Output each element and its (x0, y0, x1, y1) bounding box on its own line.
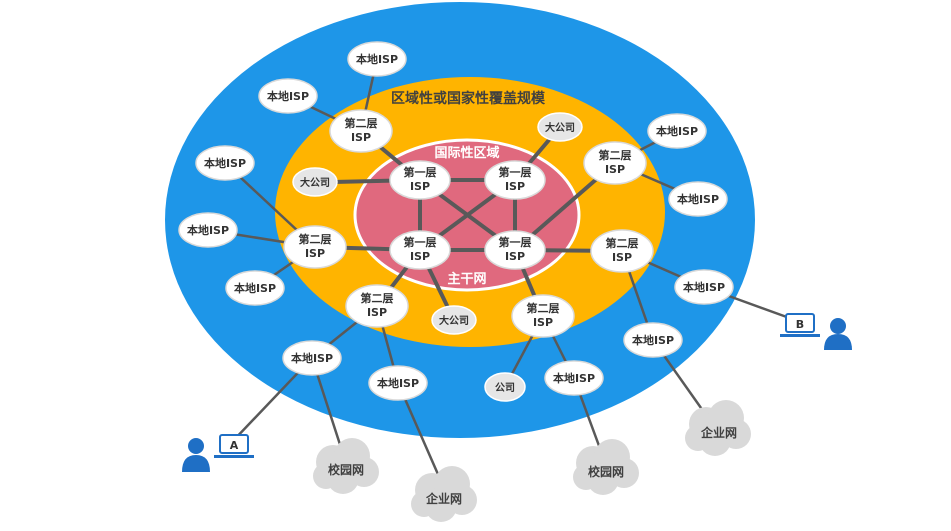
big-company-node: 大公司 (292, 167, 338, 197)
tier1-isp-node: 第一层 ISP (484, 160, 546, 200)
svg-text:A: A (230, 439, 239, 452)
host-b: B (780, 313, 852, 350)
svg-text:第二层: 第二层 (361, 291, 394, 305)
svg-text:本地ISP: 本地ISP (234, 281, 276, 295)
svg-text:第一层: 第一层 (499, 165, 532, 179)
local-isp-node: 本地ISP (225, 270, 285, 306)
local-isp-node: 本地ISP (368, 365, 428, 401)
regional-zone-label: 区域性或国家性覆盖规模 (391, 90, 546, 107)
svg-text:本地ISP: 本地ISP (553, 371, 595, 385)
svg-text:企业网: 企业网 (700, 425, 737, 440)
svg-text:第二层: 第二层 (599, 148, 632, 162)
tier2-isp-node: 第二层 ISP (583, 141, 647, 185)
svg-text:大公司: 大公司 (300, 176, 330, 189)
local-isp-node: 本地ISP (347, 41, 407, 77)
tier1-isp-node: 第一层 ISP (484, 230, 546, 270)
enterprise-network-cloud: 企业网 (411, 466, 477, 522)
svg-text:ISP: ISP (533, 316, 553, 329)
svg-text:本地ISP: 本地ISP (677, 192, 719, 206)
local-isp-node: 本地ISP (178, 212, 238, 248)
laptop-icon: A (214, 434, 254, 458)
svg-text:本地ISP: 本地ISP (683, 280, 725, 294)
svg-text:本地ISP: 本地ISP (356, 52, 398, 66)
svg-text:本地ISP: 本地ISP (656, 124, 698, 138)
campus-network-cloud: 校园网 (313, 438, 379, 494)
svg-text:B: B (796, 318, 804, 331)
campus-network-cloud: 校园网 (573, 439, 639, 495)
local-isp-node: 本地ISP (282, 340, 342, 376)
svg-text:公司: 公司 (495, 382, 515, 394)
svg-text:本地ISP: 本地ISP (291, 351, 333, 365)
svg-text:本地ISP: 本地ISP (187, 223, 229, 237)
svg-text:ISP: ISP (410, 250, 430, 263)
big-company-node: 大公司 (537, 112, 583, 142)
local-isp-node: 本地ISP (195, 145, 255, 181)
svg-text:校园网: 校园网 (588, 464, 624, 479)
svg-text:ISP: ISP (605, 163, 625, 176)
laptop-icon: B (780, 313, 820, 337)
tier2-isp-node: 第二层 ISP (511, 294, 575, 338)
enterprise-network-cloud: 企业网 (685, 400, 751, 456)
company-node: 公司 (484, 372, 526, 402)
tier1-isp-node: 第一层 ISP (389, 160, 451, 200)
svg-text:本地ISP: 本地ISP (377, 376, 419, 390)
svg-text:本地ISP: 本地ISP (267, 89, 309, 103)
local-isp-node: 本地ISP (674, 269, 734, 305)
tier2-isp-node: 第二层 ISP (283, 225, 347, 269)
backbone-label: 主干网 (447, 271, 486, 287)
svg-text:大公司: 大公司 (545, 121, 575, 134)
local-isp-node: 本地ISP (647, 113, 707, 149)
local-isp-node: 本地ISP (623, 322, 683, 358)
svg-text:大公司: 大公司 (439, 314, 469, 327)
svg-text:ISP: ISP (351, 131, 371, 144)
local-isp-node: 本地ISP (258, 78, 318, 114)
tier1-isp-node: 第一层 ISP (389, 230, 451, 270)
svg-text:本地ISP: 本地ISP (204, 156, 246, 170)
svg-text:第一层: 第一层 (404, 235, 437, 249)
svg-text:第二层: 第二层 (345, 116, 378, 130)
local-isp-node: 本地ISP (544, 360, 604, 396)
tier2-isp-node: 第二层 ISP (345, 284, 409, 328)
user-icon (182, 438, 210, 472)
svg-text:第一层: 第一层 (499, 235, 532, 249)
big-company-node: 大公司 (431, 305, 477, 335)
svg-text:ISP: ISP (505, 180, 525, 193)
tier2-isp-node: 第二层 ISP (329, 109, 393, 153)
svg-text:ISP: ISP (612, 251, 632, 264)
svg-text:第二层: 第二层 (299, 232, 332, 246)
svg-text:校园网: 校园网 (328, 462, 364, 477)
svg-text:第二层: 第二层 (527, 301, 560, 315)
svg-text:ISP: ISP (367, 306, 387, 319)
svg-text:第二层: 第二层 (606, 236, 639, 250)
local-isp-node: 本地ISP (668, 181, 728, 217)
svg-text:企业网: 企业网 (425, 491, 462, 506)
svg-text:本地ISP: 本地ISP (632, 333, 674, 347)
user-icon (824, 318, 852, 350)
international-zone-label: 国际性区域 (434, 145, 499, 161)
svg-text:ISP: ISP (505, 250, 525, 263)
host-a: A (182, 434, 254, 472)
svg-text:ISP: ISP (410, 180, 430, 193)
tier2-isp-node: 第二层 ISP (590, 229, 654, 273)
svg-text:第一层: 第一层 (404, 165, 437, 179)
svg-text:ISP: ISP (305, 247, 325, 260)
